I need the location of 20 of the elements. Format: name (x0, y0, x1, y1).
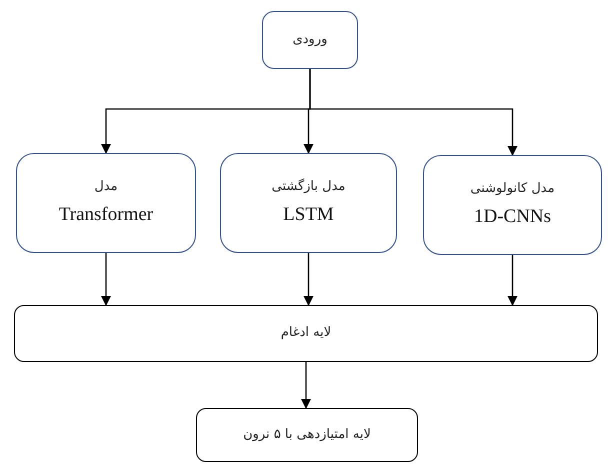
box-label: لایه امتیازدهی با ۵ نرون (243, 426, 371, 444)
process-box (220, 153, 397, 253)
box-label: مدل بازگشتی (272, 179, 346, 196)
arrow (508, 255, 518, 306)
arrow (309, 69, 518, 156)
process-box (14, 305, 598, 362)
box-label: مدل (94, 179, 118, 196)
arrow (101, 253, 111, 306)
box-label: Transformer (58, 203, 154, 227)
box-label: LSTM (283, 203, 334, 227)
process-box (262, 11, 358, 69)
box-label: مدل کانولوشنی (470, 181, 555, 198)
process-box (423, 155, 602, 255)
process-box (196, 408, 418, 462)
box-label: 1D-CNNs (474, 205, 552, 229)
arrow (304, 253, 314, 306)
arrow (301, 362, 311, 409)
box-label: لایه ادغام (280, 325, 332, 342)
process-box (16, 153, 196, 253)
box-label: ورودی (292, 32, 328, 48)
